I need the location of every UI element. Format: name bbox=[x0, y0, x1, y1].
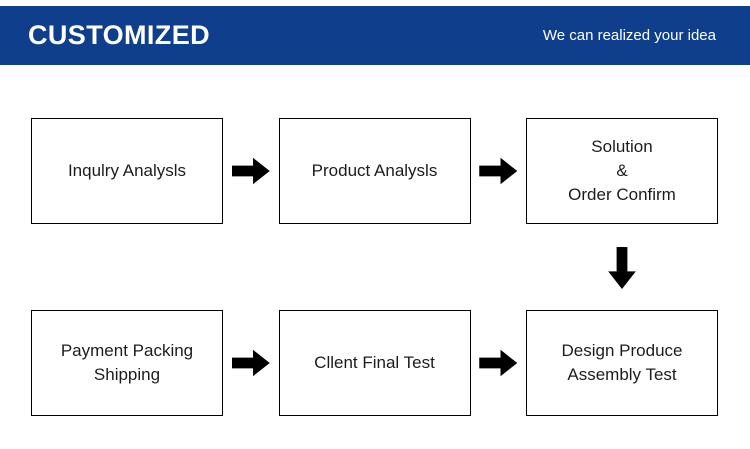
flow-node-design-produce-assembly-test[interactable]: Design Produce Assembly Test bbox=[526, 310, 718, 416]
flow-node-label: Payment Packing Shipping bbox=[60, 340, 194, 384]
flow-node-label: Solution & Order Confirm bbox=[568, 136, 676, 205]
flow-node-inquiry-analysis[interactable]: Inqulry Analysls bbox=[31, 118, 223, 224]
arrow-down-icon bbox=[608, 247, 636, 289]
banner-tagline: We can realized your idea bbox=[542, 27, 716, 44]
header-banner: CUSTOMIZED We can realized your idea bbox=[0, 6, 750, 65]
flow-connector-arrow-1 bbox=[225, 118, 277, 224]
flow-node-client-final-test[interactable]: Cllent Final Test bbox=[278, 310, 471, 416]
flow-connector-arrow-2 bbox=[472, 118, 524, 224]
flow-node-product-analysis[interactable]: Product Analysls bbox=[278, 118, 471, 224]
flow-node-label: Product Analysls bbox=[311, 160, 438, 180]
arrow-right-icon bbox=[479, 157, 518, 185]
flow-node-payment-packing-shipping[interactable]: Payment Packing Shipping bbox=[31, 310, 223, 416]
flow-node-label: Design Produce Assembly Test bbox=[561, 340, 683, 384]
arrow-right-icon bbox=[231, 349, 270, 377]
arrow-right-icon bbox=[231, 157, 270, 185]
flow-node-solution-order-confirm[interactable]: Solution & Order Confirm bbox=[526, 118, 718, 224]
flow-connector-arrow-3 bbox=[526, 235, 718, 301]
flow-node-label: Cllent Final Test bbox=[314, 352, 435, 372]
arrow-right-icon bbox=[479, 349, 518, 377]
flow-node-label: Inqulry Analysls bbox=[67, 160, 187, 180]
flow-row-2: Payment Packing Shipping Cllent Final Te… bbox=[31, 310, 718, 416]
process-flow-diagram: Inqulry Analysls Product Analysls Soluti… bbox=[0, 65, 750, 449]
flow-row-1: Inqulry Analysls Product Analysls Soluti… bbox=[31, 118, 718, 224]
flow-connector-arrow-4 bbox=[225, 310, 277, 416]
flow-connector-arrow-5 bbox=[472, 310, 524, 416]
banner-title: CUSTOMIZED bbox=[28, 20, 211, 50]
